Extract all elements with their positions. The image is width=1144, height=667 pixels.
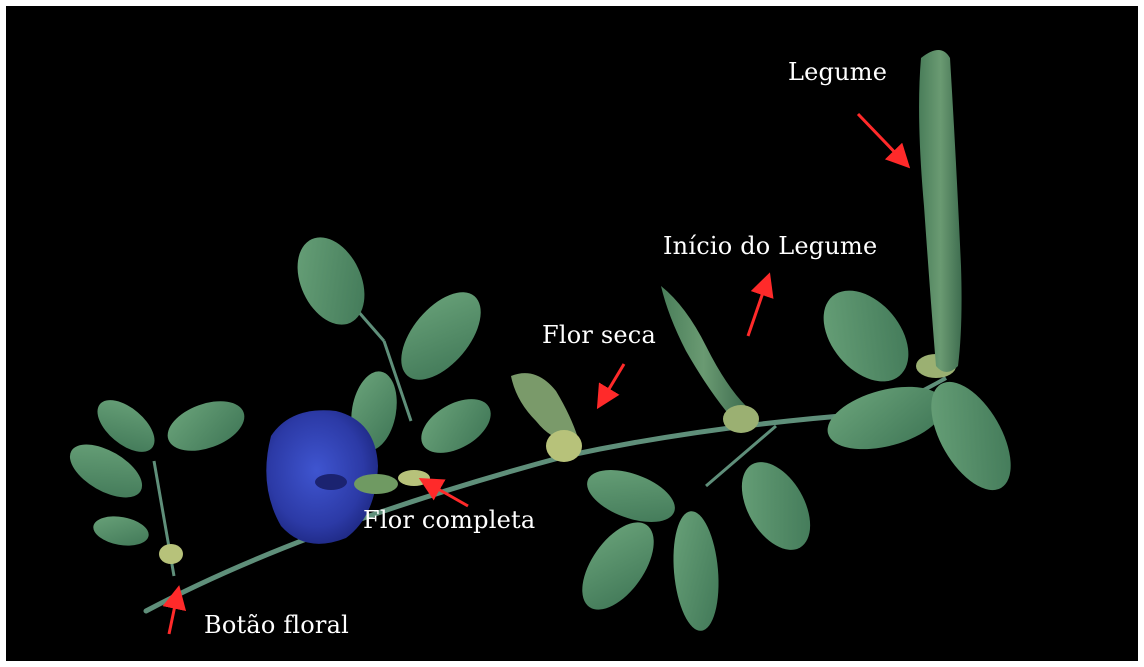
photo-frame: Legume Início do Legume Flor seca Flor c… [6,6,1138,661]
leaflets-right [807,274,1027,503]
label-botao-floral: Botão floral [204,613,349,637]
legume-pod [919,50,961,372]
label-legume: Legume [788,60,887,84]
legume-start [661,286,759,433]
flower-dry [511,373,582,462]
label-inicio-do-legume: Início do Legume [663,234,877,258]
label-flor-completa: Flor completa [363,508,535,532]
leaflets-lower [568,450,824,632]
label-flor-seca: Flor seca [542,323,656,347]
